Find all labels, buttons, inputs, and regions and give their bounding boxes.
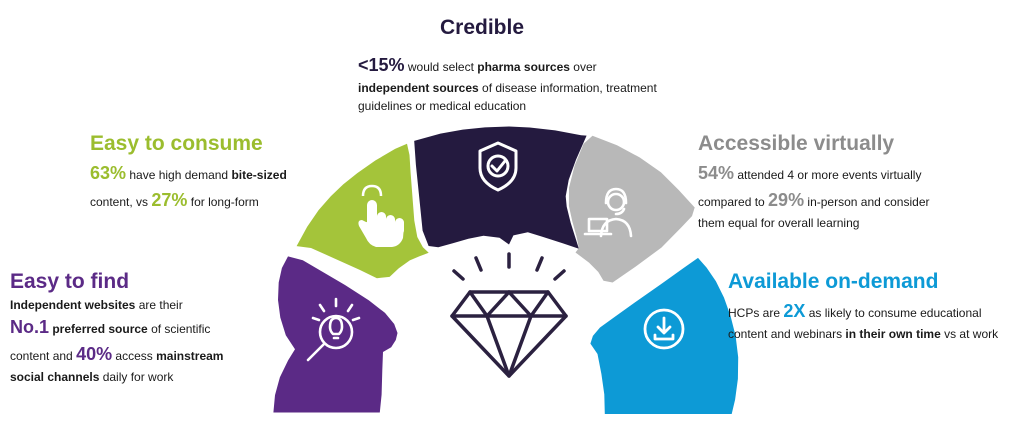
line-consume-2: content, vs 27% for long-form — [90, 190, 259, 211]
line-consume-1: 63% have high demand bite-sized — [90, 163, 287, 184]
heading-easy-to-consume: Easy to consume — [90, 132, 263, 155]
line-virtual-3: them equal for overall learning — [698, 216, 860, 231]
line-credible-2: independent sources of disease informati… — [358, 81, 657, 96]
line-ondemand-2: content and webinars in their own time v… — [728, 327, 999, 342]
line-find-3: content and 40% access mainstream — [10, 344, 224, 365]
line-credible-3: guidelines or medical education — [358, 99, 527, 114]
line-virtual-1: 54% attended 4 or more events virtually — [698, 163, 922, 184]
download-icon — [643, 308, 685, 350]
heading-easy-to-find: Easy to find — [10, 270, 130, 293]
heading-credible: Credible — [440, 16, 525, 39]
text-block-accessible-virtually: Accessible virtually 54% attended 4 or m… — [698, 132, 998, 232]
heading-accessible-virtually: Accessible virtually — [698, 132, 895, 155]
text-block-easy-to-find: Easy to find Independent websites are th… — [10, 270, 270, 386]
line-virtual-2: compared to 29% in-person and consider — [698, 190, 930, 211]
person-headset-laptop-icon — [583, 187, 633, 238]
diamond-icon — [450, 252, 568, 378]
segment-available-on-demand — [590, 257, 739, 414]
text-block-easy-to-consume: Easy to consume 63% have high demand bit… — [90, 132, 330, 214]
pointing-hand-icon — [358, 184, 404, 247]
shield-check-icon — [478, 141, 518, 192]
lightbulb-magnifier-icon — [306, 297, 361, 362]
segment-accessible-virtually — [568, 135, 695, 283]
text-block-credible: Credible <15% would select pharma source… — [358, 16, 688, 115]
line-find-1: Independent websites are their — [10, 298, 183, 313]
line-find-2: No.1 preferred source of scientific — [10, 317, 211, 338]
line-ondemand-1: HCPs are 2X as likely to consume educati… — [728, 301, 982, 322]
line-find-4: social channels daily for work — [10, 370, 174, 385]
line-credible-1: <15% would select pharma sources over — [358, 55, 597, 76]
text-block-available-on-demand: Available on-demand HCPs are 2X as likel… — [728, 270, 1020, 343]
heading-available-on-demand: Available on-demand — [728, 270, 939, 293]
